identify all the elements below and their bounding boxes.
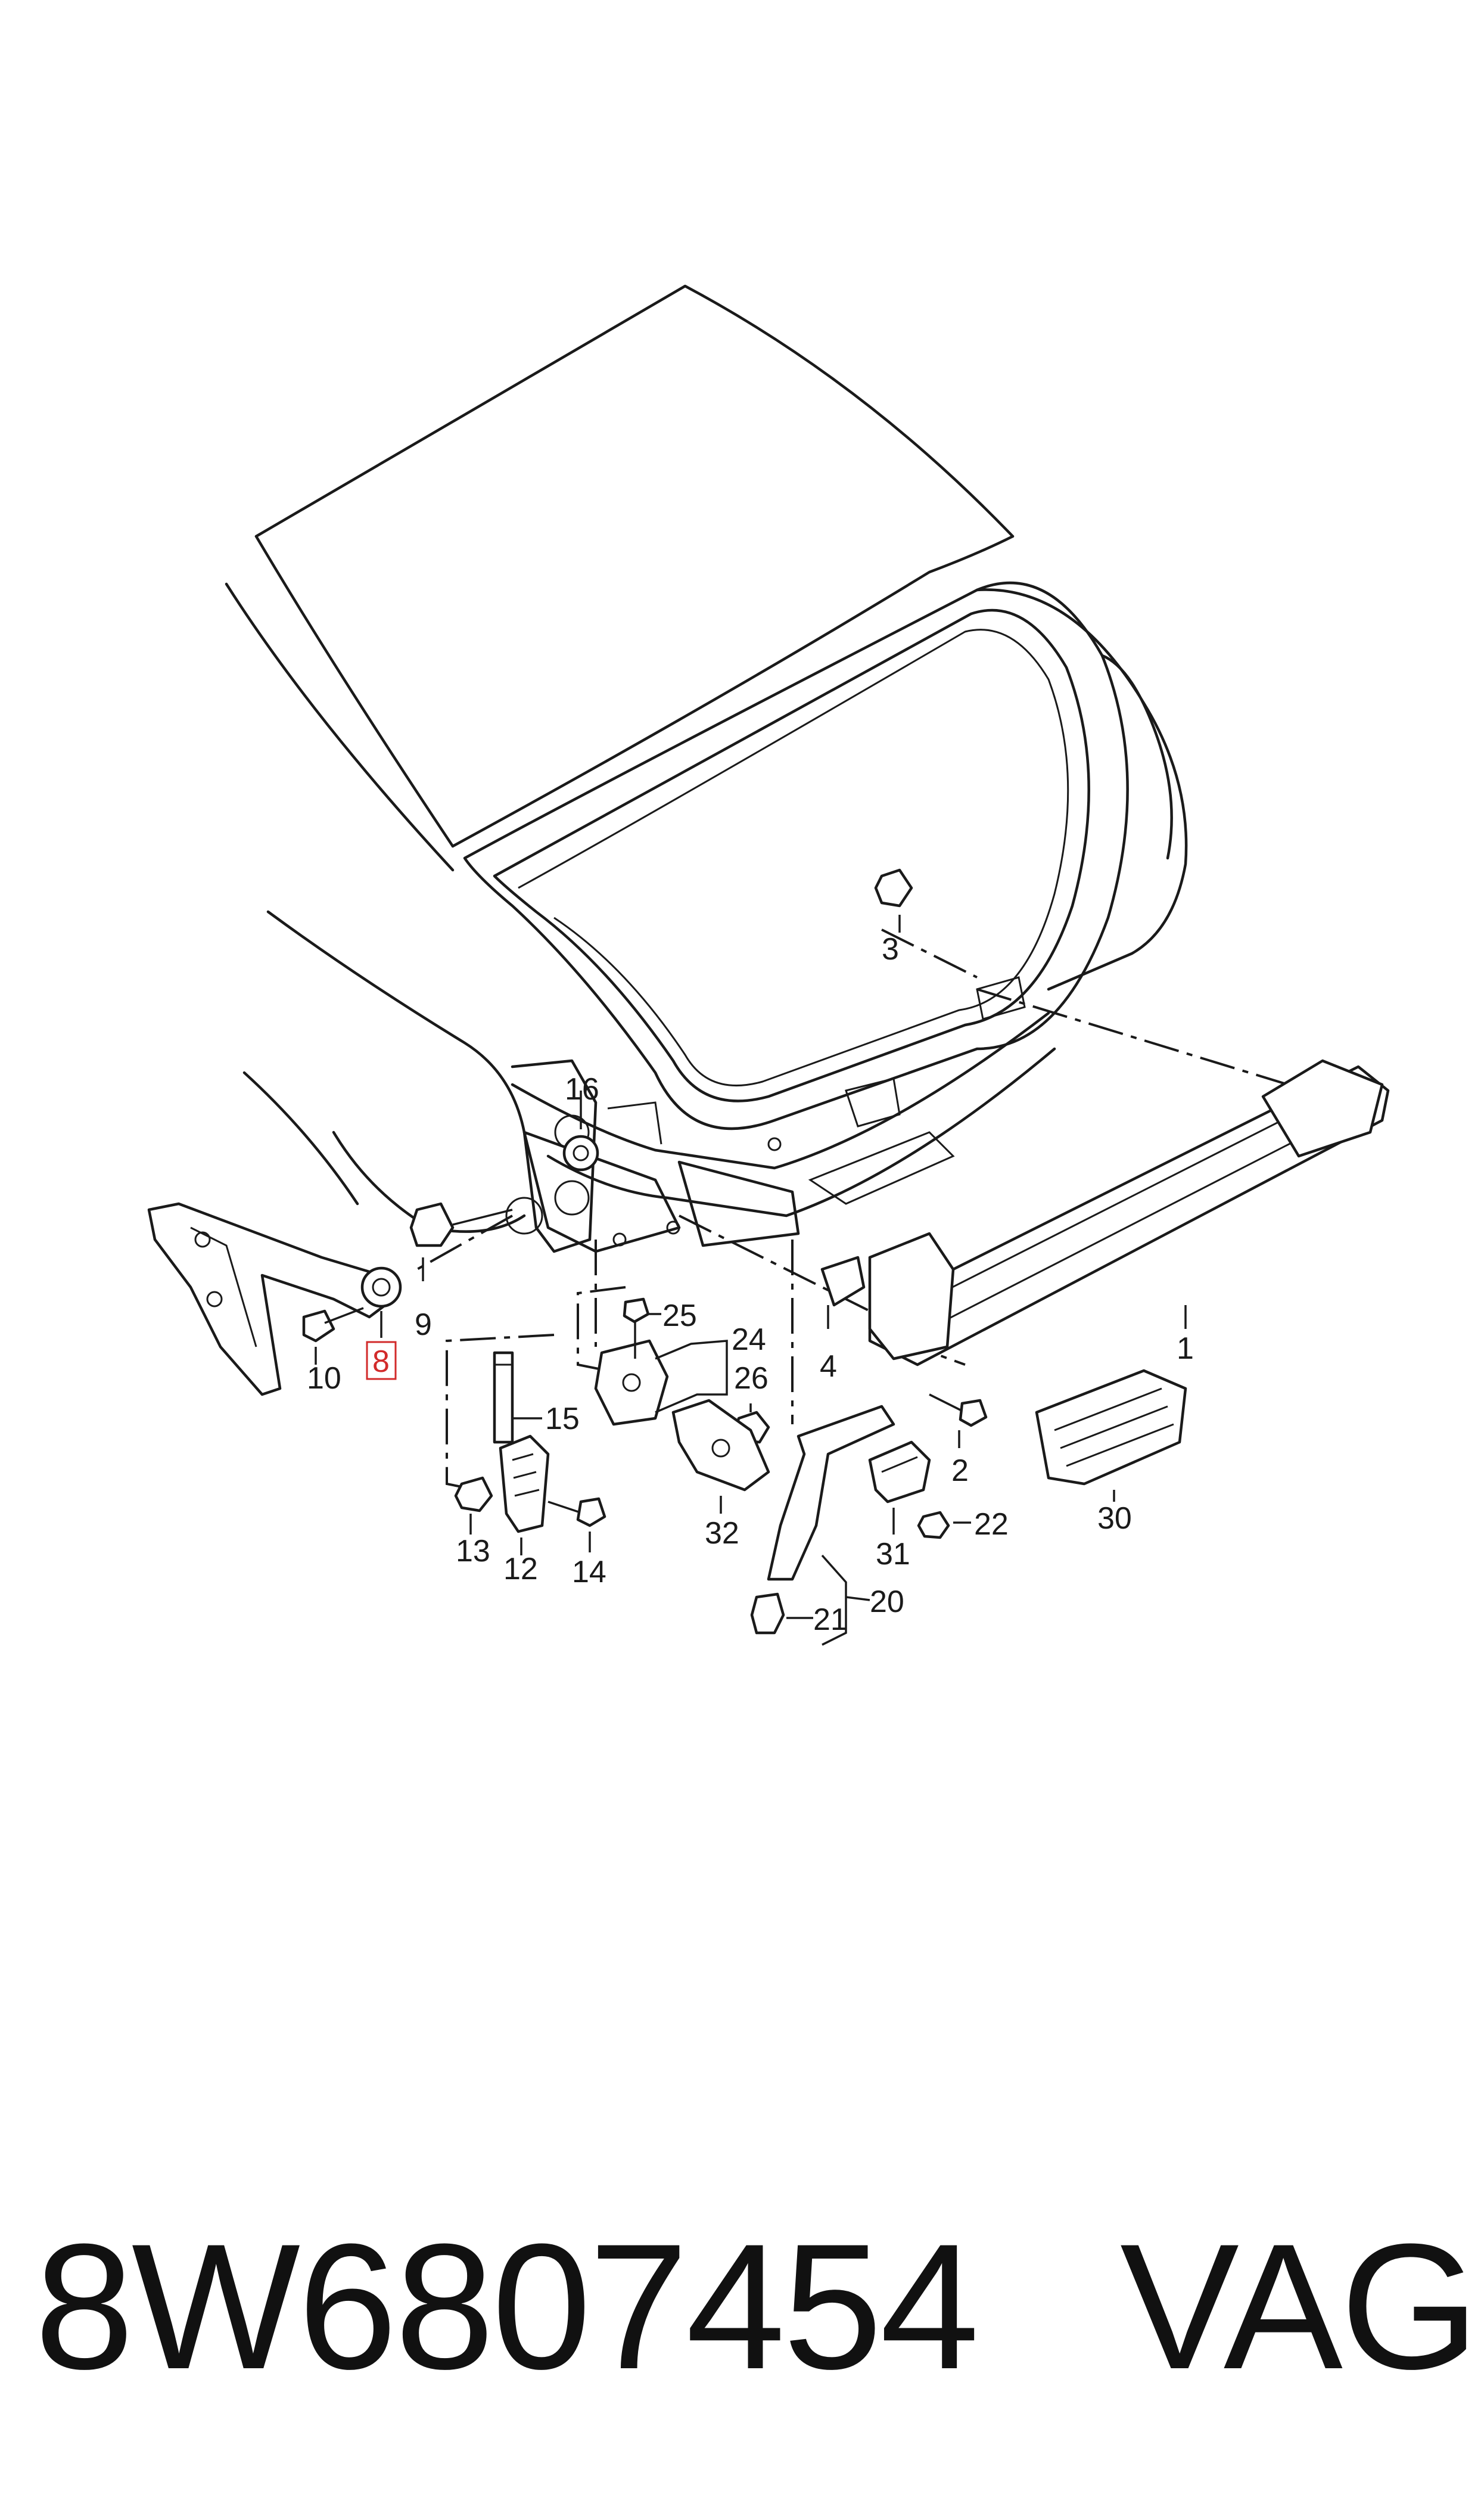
part-number: 8W6807454 <box>35 2206 979 2406</box>
expansion-nut-part-9 <box>409 1202 513 1247</box>
callout-3: 3 <box>882 932 899 967</box>
bolt-part-2 <box>929 1393 988 1427</box>
bolt-part-14 <box>547 1497 606 1527</box>
bracket-part-4 <box>820 1256 866 1307</box>
screw-part-25 <box>623 1297 650 1359</box>
leader-lines <box>315 915 1187 1646</box>
callout-20: 20 <box>870 1585 904 1619</box>
car-body-outline <box>225 284 1188 1253</box>
callout-8: 8 <box>372 1344 390 1379</box>
callout-16: 16 <box>565 1072 599 1107</box>
brand-name: VAG <box>1120 2206 1479 2406</box>
nut-part-3 <box>874 868 913 908</box>
nut-part-13 <box>454 1476 493 1512</box>
stud-part-15 <box>493 1351 514 1444</box>
callout-2: 2 <box>951 1453 969 1488</box>
callout-1: 1 <box>1177 1331 1194 1366</box>
callout-26: 26 <box>734 1361 769 1396</box>
callout-labels: 1 2 3 4 8 9 10 12 13 14 15 16 20 21 22 2… <box>307 932 1194 1637</box>
callout-15: 15 <box>545 1402 580 1436</box>
bumper-reinforcement-part <box>868 1059 1390 1366</box>
callout-12: 12 <box>503 1552 538 1586</box>
clip-part-8 <box>360 1266 402 1308</box>
callout-31: 31 <box>876 1537 910 1571</box>
callout-25: 25 <box>662 1299 697 1333</box>
callout-8-highlight-box <box>366 1341 397 1380</box>
grommet-part-16 <box>562 1135 599 1172</box>
strut-part-20 <box>767 1405 895 1581</box>
callout-30: 30 <box>1097 1501 1132 1536</box>
callout-4: 4 <box>820 1349 837 1384</box>
nut-part-21 <box>750 1592 785 1635</box>
bracket-part-24 <box>594 1339 669 1426</box>
callout-9: 9 <box>415 1307 432 1342</box>
callout-32: 32 <box>705 1516 739 1551</box>
bumper-bracket-part-30 <box>1035 1369 1187 1486</box>
bracket-part-32 <box>671 1399 770 1492</box>
side-guide-bracket <box>147 1202 395 1396</box>
callout-14: 14 <box>572 1555 606 1589</box>
callout-24: 24 <box>732 1322 766 1357</box>
callout-21: 21 <box>813 1602 848 1637</box>
callout-22: 22 <box>974 1507 1009 1542</box>
callout-13: 13 <box>456 1534 490 1568</box>
nut-part-22 <box>917 1511 950 1539</box>
callout-10: 10 <box>307 1361 341 1396</box>
guide-part-12 <box>499 1434 550 1533</box>
screw-part-10 <box>302 1307 364 1343</box>
holder-part-31 <box>868 1440 931 1504</box>
